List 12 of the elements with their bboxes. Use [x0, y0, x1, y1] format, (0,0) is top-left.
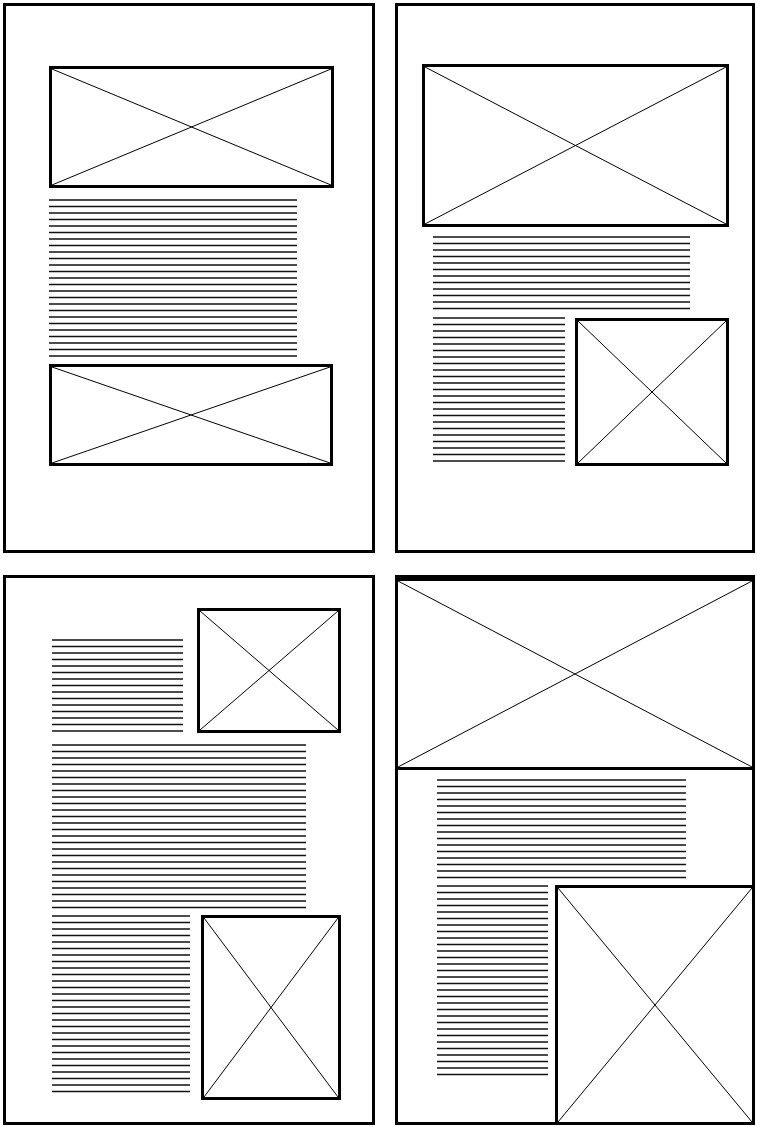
- image-placeholder: [197, 608, 341, 733]
- image-placeholder: [49, 364, 333, 466]
- image-placeholder: [555, 885, 755, 1125]
- image-placeholder: [395, 578, 755, 770]
- page-frame: [3, 3, 375, 553]
- page-frame: [395, 575, 755, 1125]
- page-frame: [3, 575, 375, 1125]
- image-placeholder: [201, 915, 341, 1100]
- image-placeholder: [49, 66, 334, 188]
- image-placeholder: [422, 64, 729, 227]
- image-placeholder: [575, 318, 729, 466]
- page-frame: [395, 3, 755, 553]
